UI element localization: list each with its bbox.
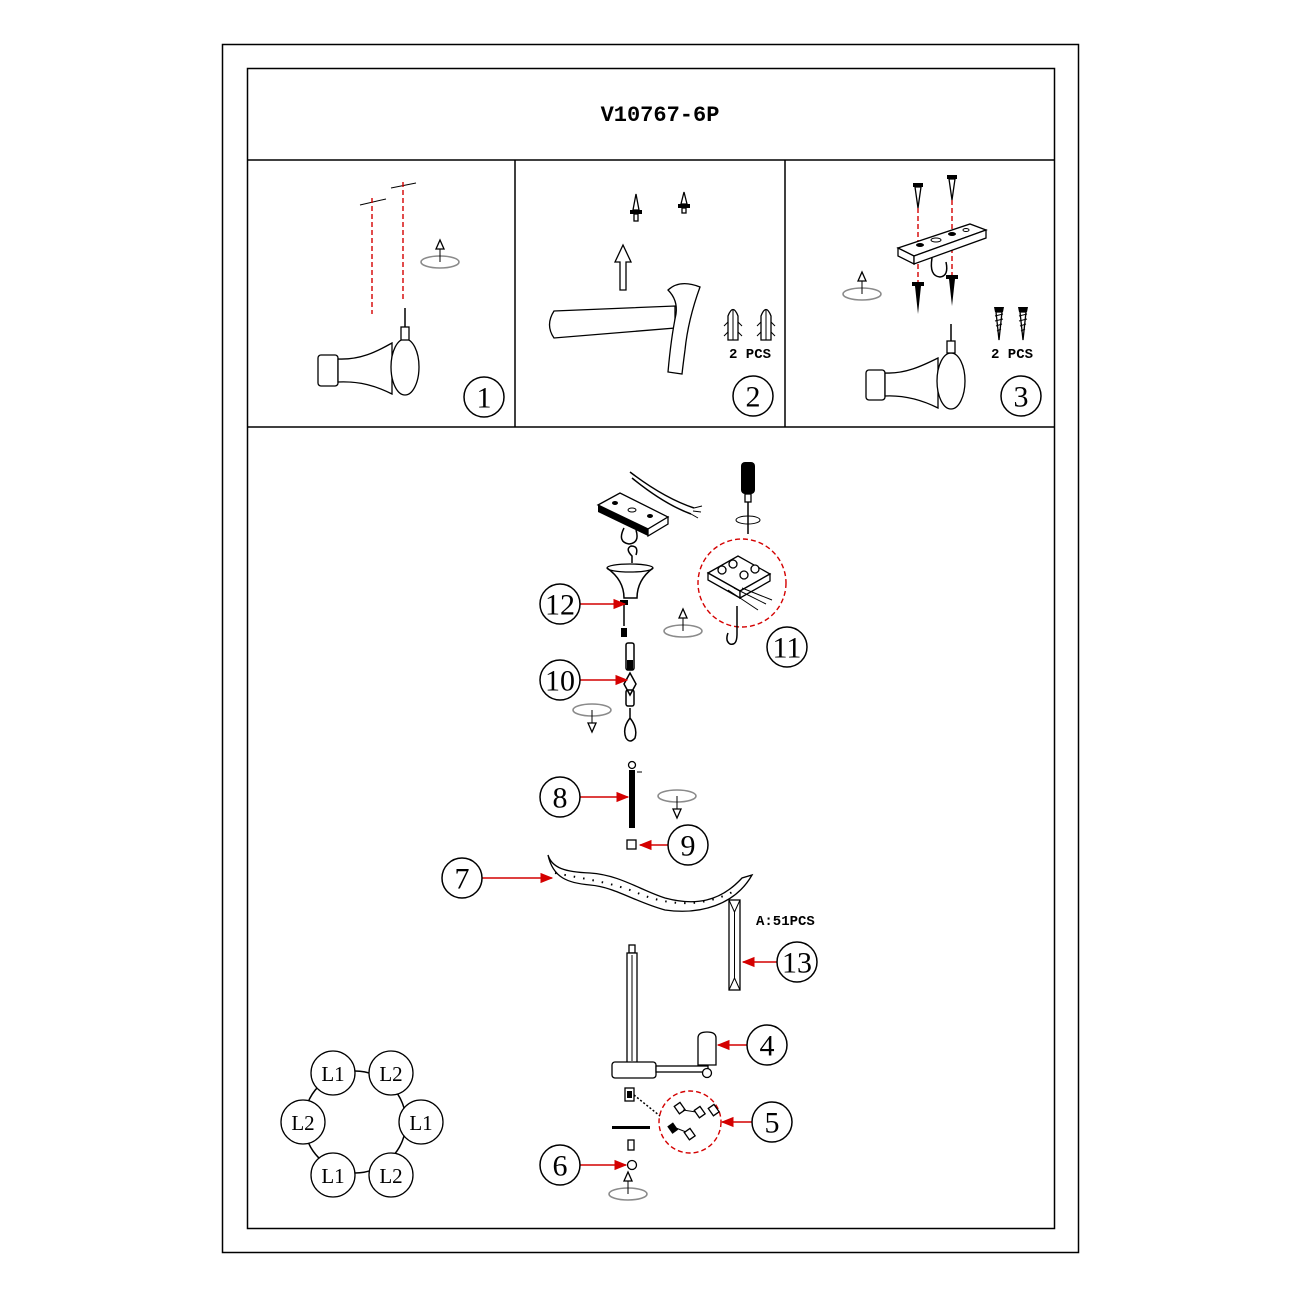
callout-7-label: 7 [455, 863, 470, 896]
wiring-diagram: L1 L2 L2 L1 L1 L2 [280, 1050, 444, 1198]
finial-ball-icon [626, 1159, 638, 1171]
crystal-strand-arm-icon [547, 854, 754, 912]
wiring-node-bottom-left: L1 [310, 1152, 356, 1198]
rotation-arrow-icon [663, 607, 703, 638]
rotation-arrow-icon [657, 789, 697, 820]
callout-9-label: 9 [681, 830, 696, 863]
bobeche-parts-icon [624, 1087, 722, 1154]
inner-frame [246, 67, 1056, 1230]
wiring-node-left: L2 [280, 1099, 326, 1145]
step-1-badge: 1 [463, 376, 505, 418]
callout-9: 9 [667, 824, 709, 866]
wiring-label-bottom-right: L2 [379, 1164, 402, 1188]
callout-11-label: 11 [773, 632, 802, 665]
screwdriver-icon [735, 462, 761, 534]
screwdriver-icon [865, 324, 966, 410]
rotation-arrow-icon [572, 703, 612, 734]
callout-6: 6 [539, 1144, 581, 1186]
screw-icon [912, 282, 924, 314]
callout-5: 5 [751, 1101, 793, 1143]
chain-icon [621, 605, 637, 742]
crystal-quantity: A:51PCS [756, 914, 815, 930]
callout-4: 4 [746, 1024, 788, 1066]
screw-icon [678, 191, 690, 214]
step-2-quantity: 2 PCS [729, 347, 771, 363]
mounting-bracket-icon [596, 492, 670, 545]
step-2-number: 2 [746, 381, 761, 414]
callout-12: 12 [539, 583, 581, 625]
power-cable-icon [629, 471, 703, 519]
mounting-bracket-icon [896, 223, 988, 278]
wall-plug-icon [756, 308, 776, 341]
callout-13: 13 [776, 941, 818, 983]
step-3-number: 3 [1014, 381, 1029, 414]
bottom-bar-icon [612, 1126, 650, 1129]
crystal-icon [728, 899, 741, 991]
wiring-label-left: L2 [291, 1111, 314, 1135]
wiring-label-bottom-left: L1 [321, 1164, 344, 1188]
screw-icon [947, 175, 957, 201]
nut-icon [626, 839, 637, 850]
assembly-diagram: A:51PCS [441, 462, 818, 1201]
step-3-badge: 3 [1000, 375, 1042, 417]
callout-10-label: 10 [545, 665, 575, 698]
wiring-detail-circle [697, 538, 787, 628]
screw-icon [913, 183, 923, 209]
callout-11: 11 [766, 626, 808, 668]
wall-plug-icon [723, 308, 743, 341]
screwdriver-icon [317, 308, 420, 396]
rotation-arrow-icon [420, 238, 460, 269]
model-title: V10767-6P [601, 103, 720, 128]
callout-10: 10 [539, 659, 581, 701]
wiring-label-top-left: L1 [321, 1062, 344, 1086]
ceiling-hook-icon [726, 606, 738, 646]
center-column-icon [611, 944, 657, 1079]
insert-arrow-icon [613, 243, 633, 291]
callout-5-label: 5 [765, 1107, 780, 1140]
step-1-panel: 1 [317, 182, 505, 418]
callout-12-label: 12 [545, 589, 575, 622]
callout-6-label: 6 [553, 1150, 568, 1183]
canopy-icon [606, 545, 654, 605]
wiring-node-bottom-right: L2 [368, 1152, 414, 1198]
bottom-spacer-icon [627, 1139, 635, 1151]
screw-icon [630, 193, 642, 222]
candle-socket-arm-icon [655, 1031, 717, 1079]
outer-border [221, 43, 1080, 1254]
step-2-panel: 2 PCS 2 [548, 191, 776, 417]
wiring-node-right: L1 [398, 1099, 444, 1145]
wood-screw-icon [994, 307, 1004, 341]
callout-13-label: 13 [782, 947, 812, 980]
callout-8-label: 8 [553, 782, 568, 815]
step-1-number: 1 [477, 382, 492, 415]
screw-icon [946, 275, 958, 306]
rotation-arrow-icon [608, 1170, 648, 1201]
down-rod-icon [627, 760, 642, 828]
drill-mark-1 [359, 198, 387, 206]
terminal-block-icon [706, 555, 773, 611]
step-3-quantity: 2 PCS [991, 347, 1033, 363]
hammer-icon [548, 283, 701, 375]
wiring-label-top-right: L2 [379, 1062, 402, 1086]
wiring-node-top-right: L2 [368, 1050, 414, 1096]
callout-7: 7 [441, 857, 483, 899]
step-3-panel: 2 PCS 3 [842, 175, 1042, 417]
wood-screw-icon [1018, 307, 1028, 341]
callout-8: 8 [539, 776, 581, 818]
step-2-badge: 2 [732, 375, 774, 417]
rotation-arrow-icon [842, 270, 882, 301]
wiring-label-right: L1 [409, 1111, 432, 1135]
callout-4-label: 4 [760, 1030, 775, 1063]
wiring-node-top-left: L1 [310, 1050, 356, 1096]
